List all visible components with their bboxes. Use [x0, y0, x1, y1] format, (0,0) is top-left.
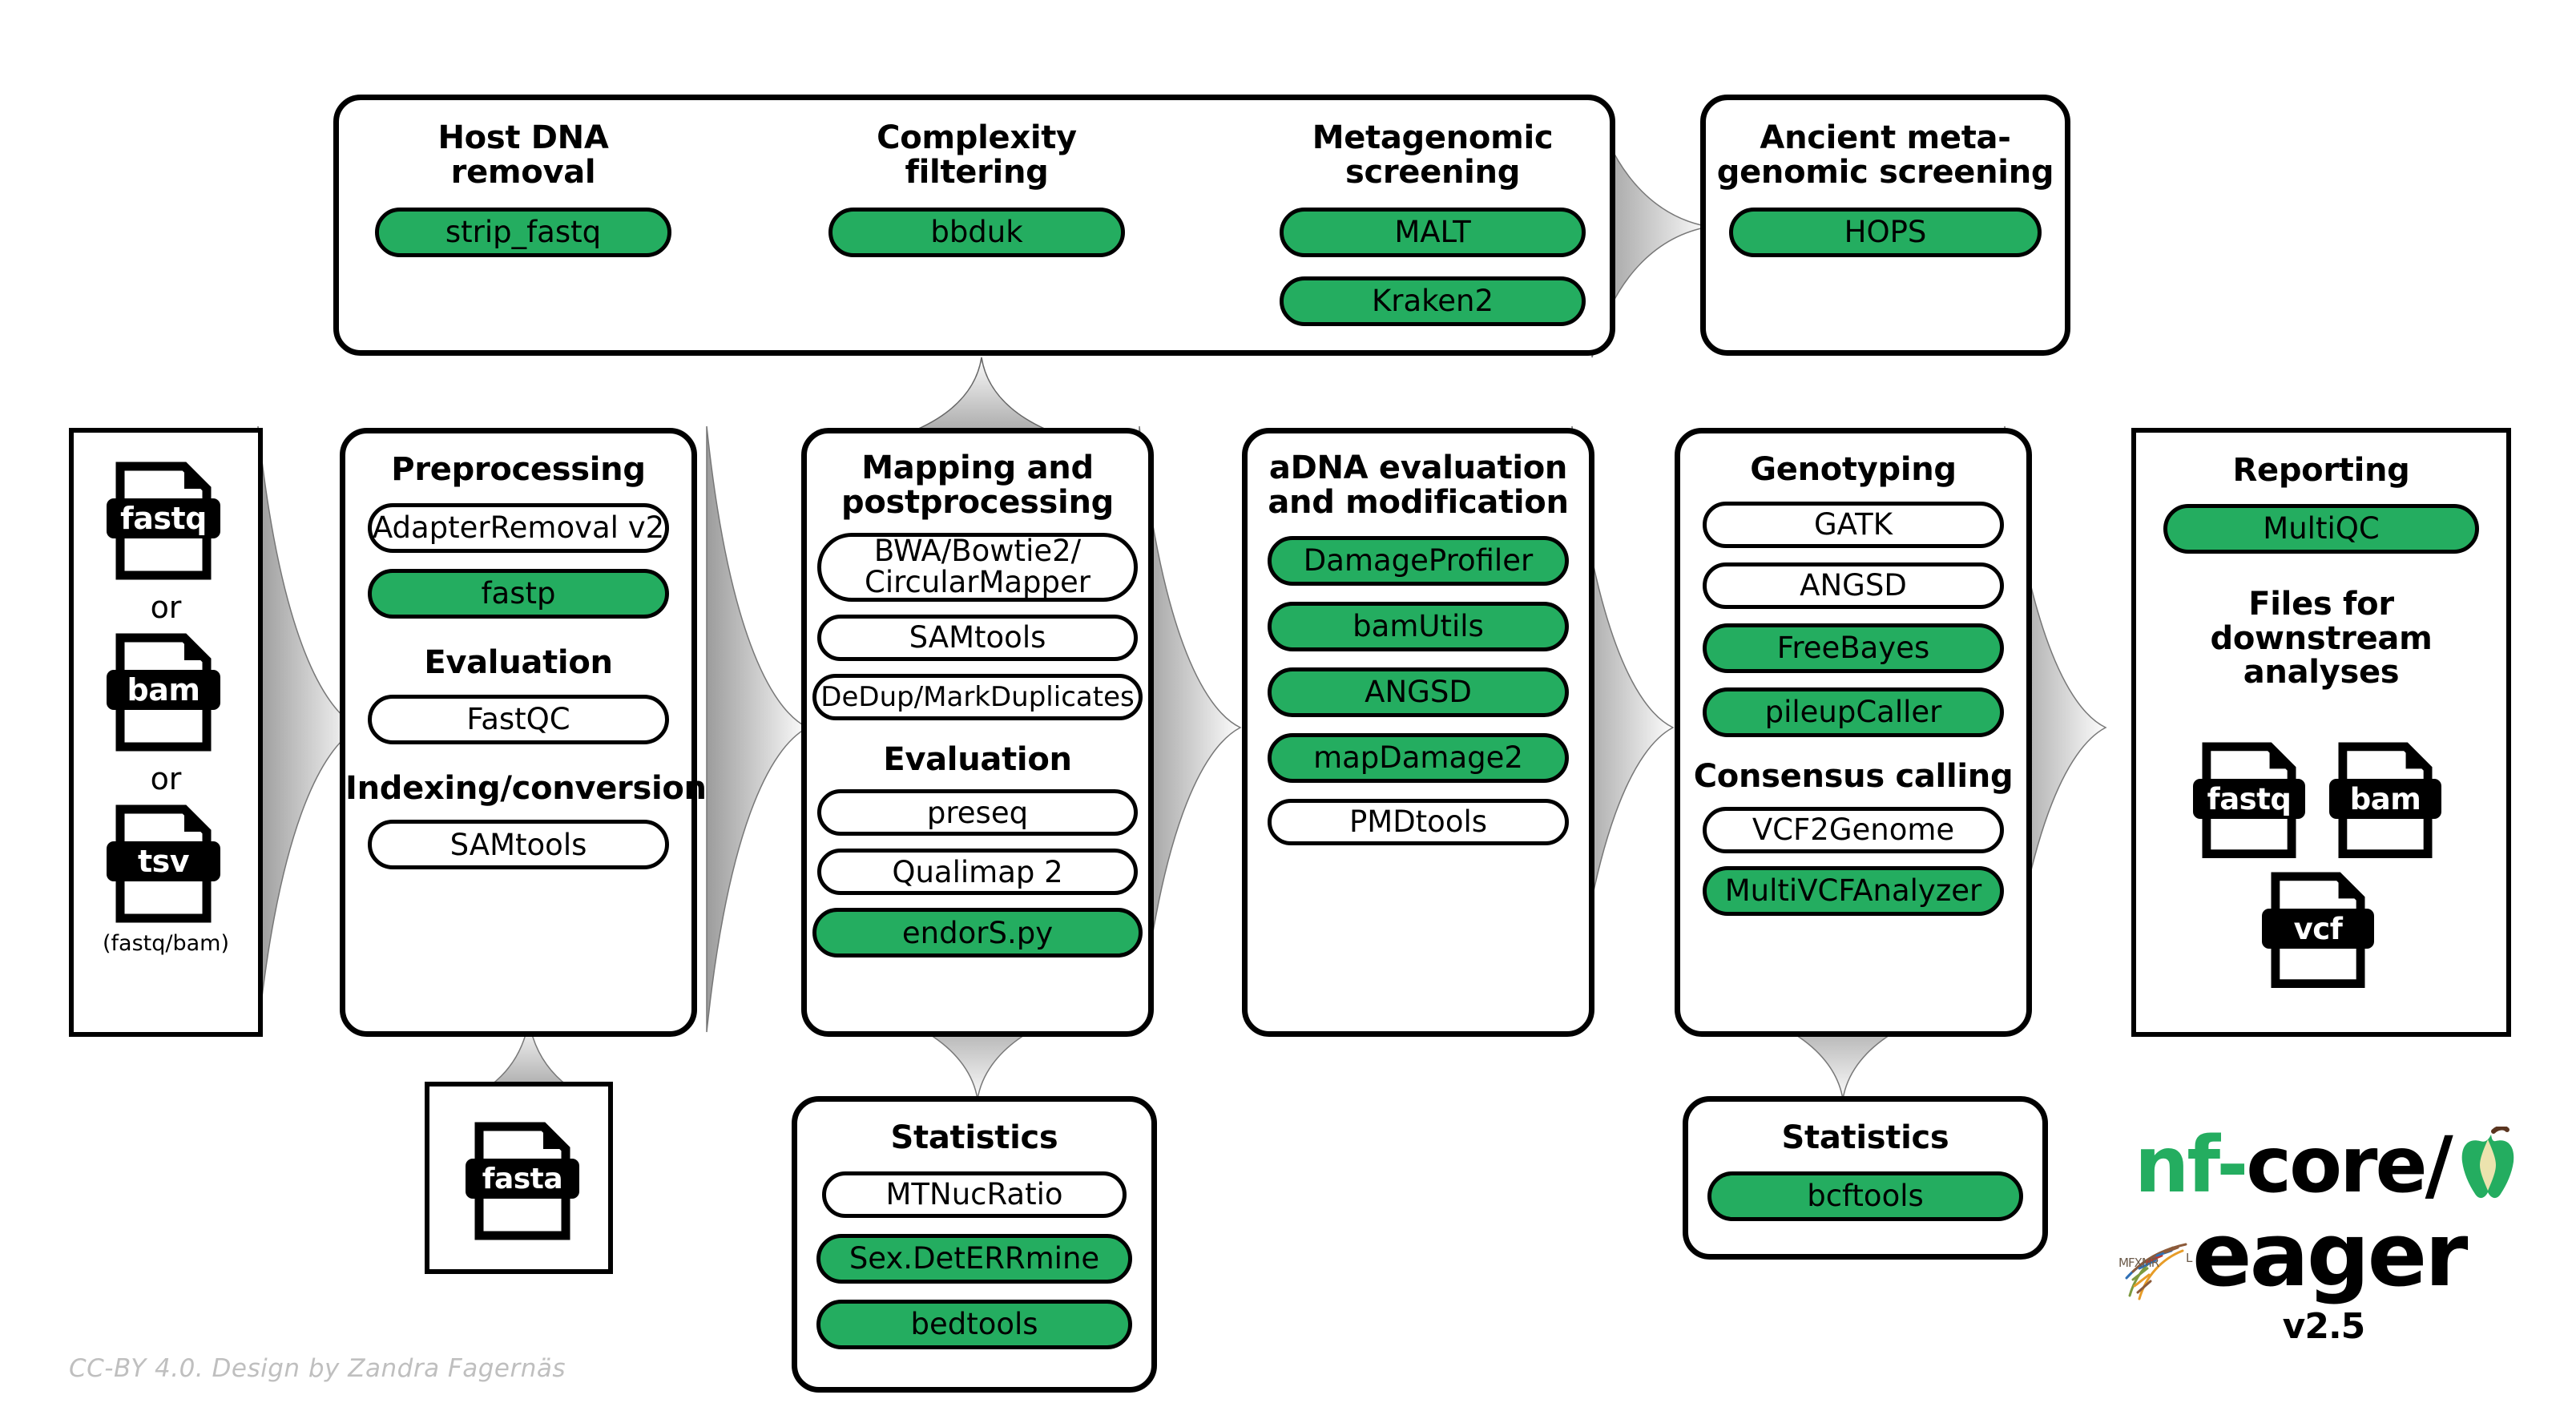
tool-multivcfanalyzer[interactable]: MultiVCFAnalyzer [1703, 865, 2004, 916]
adna-title: aDNA evaluation and modification [1268, 450, 1569, 521]
tool-bbduk[interactable]: bbduk [828, 207, 1125, 257]
preprocessing-title: Preprocessing [391, 451, 646, 488]
downstream-files-title: Files for downstream analyses [2210, 585, 2433, 691]
reporting-title: Reporting [2232, 452, 2410, 489]
group-host-dna-removal: Host DNA removal strip_fastq [371, 121, 675, 257]
tool-pmdtools[interactable]: PMDtools [1268, 798, 1569, 845]
consensus-calling-title: Consensus calling [1693, 757, 2014, 795]
tool-endors-py[interactable]: endorS.py [812, 908, 1143, 958]
ancient-screening-title: Ancient meta- genomic screening [1716, 119, 2054, 191]
tool-adapterremoval-v2[interactable]: AdapterRemoval v2 [368, 502, 669, 553]
group-title: Complexity filtering [877, 119, 1077, 191]
tool-freebayes[interactable]: FreeBayes [1703, 623, 2004, 673]
credit-text: CC-BY 4.0. Design by Zandra Fagernäs [69, 1354, 566, 1383]
tool-fastqc[interactable]: FastQC [368, 694, 669, 744]
mapping-panel: Mapping and postprocessing BWA/Bowtie2/ … [801, 428, 1154, 1037]
tool-bcftools[interactable]: bcftools [1707, 1171, 2023, 1221]
group-title: Metagenomic screening [1312, 119, 1554, 191]
preprocessing-indexing-title: Indexing/conversion [345, 769, 707, 807]
file-fastq-icon: fastq [2193, 742, 2305, 859]
tool-preseq[interactable]: preseq [817, 789, 1138, 837]
tool-bwa-bowtie2-circularmapper[interactable]: BWA/Bowtie2/ CircularMapper [817, 532, 1138, 602]
tool-pileupcaller[interactable]: pileupCaller [1703, 687, 2004, 737]
statistics-mapping-panel: Statistics MTNucRatio Sex.DetERRmine bed… [792, 1096, 1157, 1393]
genotyping-title: Genotyping [1750, 451, 1957, 488]
logo-nf-text: nf- [2135, 1120, 2248, 1210]
tool-samtools-preprocessing[interactable]: SAMtools [368, 820, 669, 870]
file-label: bam [107, 670, 220, 710]
file-bam-icon: bam [2329, 742, 2441, 859]
tool-sex-deterrmine[interactable]: Sex.DetERRmine [816, 1233, 1132, 1284]
tool-samtools-mapping[interactable]: SAMtools [817, 614, 1138, 661]
logo-line-nfcore: nf- core/ [2135, 1120, 2520, 1210]
apple-core-icon [2456, 1125, 2520, 1203]
tool-mtnucratio[interactable]: MTNucRatio [822, 1171, 1127, 1218]
file-label: fastq [2193, 779, 2305, 819]
tool-fastp[interactable]: fastp [368, 568, 669, 619]
tool-vcf2genome[interactable]: VCF2Genome [1703, 806, 2004, 853]
mapping-evaluation-title: Evaluation [883, 740, 1072, 778]
file-vcf-icon: vcf [2262, 872, 2374, 989]
nf-core-eager-logo: nf- core/ [2115, 1120, 2532, 1361]
tool-dedup-markduplicates[interactable]: DeDup/MarkDuplicates [812, 673, 1143, 720]
tsv-note: (fastq/bam) [103, 931, 229, 956]
dna-helix-icon: MFXMR L [2115, 1232, 2203, 1300]
file-label: vcf [2262, 909, 2374, 949]
file-bam-icon: bam [107, 633, 220, 752]
logo-core-text: core/ [2246, 1120, 2453, 1210]
logo-line-eager: MFXMR L eager [2115, 1203, 2468, 1306]
tool-strip-fastq[interactable]: strip_fastq [375, 207, 671, 257]
tool-kraken2[interactable]: Kraken2 [1280, 276, 1586, 326]
reference-fasta-panel: fasta [425, 1082, 613, 1274]
file-fastq-icon: fastq [107, 462, 220, 580]
preprocessing-panel: Preprocessing AdapterRemoval v2 fastp Ev… [340, 428, 707, 1037]
preprocessing-evaluation-title: Evaluation [424, 643, 613, 681]
input-or-2: or [150, 761, 182, 796]
statistics-title: Statistics [1781, 1119, 1949, 1156]
group-complexity-filtering: Complexity filtering bbduk [824, 121, 1129, 257]
tool-angsd-adna[interactable]: ANGSD [1268, 667, 1569, 717]
tool-multiqc[interactable]: MultiQC [2163, 503, 2479, 554]
mapping-title: Mapping and postprocessing [841, 450, 1114, 521]
svg-text:L: L [2186, 1251, 2193, 1265]
file-label: fasta [466, 1159, 579, 1199]
group-metagenomic-screening: Metagenomic screening MALT Kraken2 [1276, 121, 1589, 326]
tool-hops[interactable]: HOPS [1729, 207, 2042, 257]
tool-mapdamage2[interactable]: mapDamage2 [1268, 732, 1569, 783]
tool-damageprofiler[interactable]: DamageProfiler [1268, 535, 1569, 586]
input-or-1: or [150, 590, 182, 625]
input-files-panel: fastq or bam or tsv (fastq/bam) [69, 428, 263, 1037]
group-title: Host DNA removal [437, 119, 609, 191]
ancient-screening-panel: Ancient meta- genomic screening HOPS [1700, 95, 2070, 356]
file-label: fastq [107, 498, 220, 538]
file-fasta-icon: fasta [466, 1122, 579, 1240]
logo-version: v2.5 [2282, 1306, 2366, 1347]
adna-panel: aDNA evaluation and modification DamageP… [1242, 428, 1594, 1037]
screening-panel: Host DNA removal strip_fastq Complexity … [333, 95, 1615, 356]
tool-bamutils[interactable]: bamUtils [1268, 601, 1569, 651]
tool-qualimap-2[interactable]: Qualimap 2 [817, 849, 1138, 896]
arrow-preprocessing-to-mapping [705, 425, 809, 1034]
file-label: tsv [107, 841, 220, 881]
reporting-panel: Reporting MultiQC Files for downstream a… [2131, 428, 2511, 1037]
tool-malt[interactable]: MALT [1280, 207, 1586, 257]
statistics-title: Statistics [890, 1119, 1058, 1156]
tool-bedtools[interactable]: bedtools [816, 1299, 1132, 1349]
logo-eager-text: eager [2192, 1203, 2468, 1306]
tool-gatk[interactable]: GATK [1703, 501, 2004, 548]
arrow-mapping-to-adna [1138, 425, 1242, 1034]
tool-angsd-genotyping[interactable]: ANGSD [1703, 562, 2004, 609]
statistics-genotyping-panel: Statistics bcftools [1683, 1096, 2048, 1260]
file-label: bam [2329, 779, 2441, 819]
genotyping-panel: Genotyping GATK ANGSD FreeBayes pileupCa… [1675, 428, 2032, 1037]
svg-text:MFXMR: MFXMR [2118, 1256, 2159, 1270]
file-tsv-icon: tsv [107, 804, 220, 923]
